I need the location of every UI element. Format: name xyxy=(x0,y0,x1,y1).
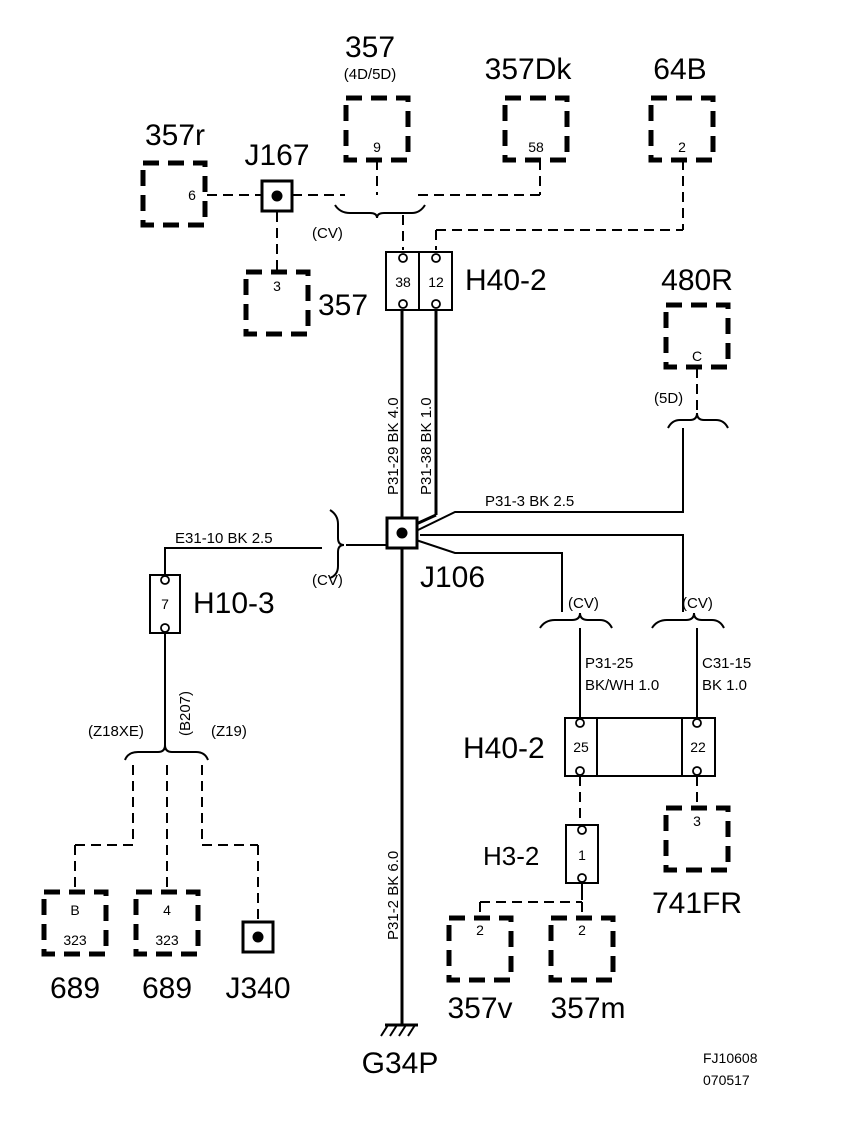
label-wire-e31-10: E31-10 BK 2.5 xyxy=(175,530,273,547)
label-h40-2-bottom: H40-2 xyxy=(463,732,545,765)
label-357v: 357v xyxy=(447,992,512,1025)
label-wire-c31-15-spec: BK 1.0 xyxy=(702,677,747,694)
label-741fr: 741FR xyxy=(652,887,742,920)
label-z19: (Z19) xyxy=(211,723,247,740)
label-b207: (B207) xyxy=(177,691,194,736)
component-357m[interactable]: 2 xyxy=(548,915,616,983)
pin-label: B xyxy=(70,902,79,918)
label-4d5d: (4D/5D) xyxy=(344,66,397,83)
component-357dk[interactable]: 58 xyxy=(502,95,570,163)
component-357r[interactable]: 6 xyxy=(140,160,208,228)
ground-symbol-icon xyxy=(380,1023,418,1037)
component-741fr[interactable]: 3 xyxy=(663,805,731,873)
component-357-lower[interactable]: 3 xyxy=(243,269,311,337)
label-h10-3: H10-3 xyxy=(193,587,275,620)
label-g34p: G34P xyxy=(362,1047,439,1080)
pin-1-label: 1 xyxy=(578,847,586,863)
label-z18xe: (Z18XE) xyxy=(88,723,144,740)
label-357-top: 357 xyxy=(345,31,395,64)
label-480r: 480R xyxy=(661,264,733,297)
connector-h3-2[interactable]: 1 xyxy=(565,824,599,884)
pin-label: 58 xyxy=(528,139,544,155)
label-wire-p31-25-code: P31-25 xyxy=(585,655,633,672)
pin-label: C xyxy=(692,348,702,364)
connector-h40-2-bottom[interactable]: 25 22 xyxy=(564,717,716,777)
label-wire-p31-2: P31-2 BK 6.0 xyxy=(385,851,402,940)
component-480r[interactable]: C xyxy=(663,302,731,370)
junction-j106[interactable] xyxy=(385,516,419,550)
label-cv-left: (CV) xyxy=(312,572,343,589)
pin-label: 3 xyxy=(693,813,701,829)
sub-label: 323 xyxy=(63,932,87,948)
label-357-lower: 357 xyxy=(318,289,368,322)
label-cv-right-2: (CV) xyxy=(682,595,713,612)
component-689-b[interactable]: 4 323 xyxy=(133,889,201,957)
figure-date: 070517 xyxy=(703,1072,750,1088)
component-357-4d5d[interactable]: 9 xyxy=(343,95,411,163)
pin-22-label: 22 xyxy=(690,739,706,755)
pin-label: 2 xyxy=(476,922,484,938)
label-689-b: 689 xyxy=(142,972,192,1005)
labels: 357 (4D/5D) 357Dk 64B 357r J167 (CV) 357… xyxy=(50,31,758,1088)
label-wire-c31-15-code: C31-15 xyxy=(702,655,751,672)
pin-7-label: 7 xyxy=(161,596,169,612)
junction-j167[interactable] xyxy=(260,179,294,213)
pin-label: 4 xyxy=(163,902,171,918)
pin-38-label: 38 xyxy=(395,274,411,290)
label-357dk: 357Dk xyxy=(485,53,573,86)
label-689-a: 689 xyxy=(50,972,100,1005)
label-wire-p31-25-spec: BK/WH 1.0 xyxy=(585,677,659,694)
component-64b[interactable]: 2 xyxy=(648,95,716,163)
pin-label: 6 xyxy=(188,187,196,203)
label-h40-2-top: H40-2 xyxy=(465,264,547,297)
junction-j340[interactable] xyxy=(241,920,275,954)
figure-id: FJ10608 xyxy=(703,1050,758,1066)
label-wire-p31-29: P31-29 BK 4.0 xyxy=(385,397,402,495)
pin-label: 3 xyxy=(273,278,281,294)
label-5d: (5D) xyxy=(654,390,683,407)
component-357v[interactable]: 2 xyxy=(446,915,514,983)
pin-label: 2 xyxy=(578,922,586,938)
pin-label: 2 xyxy=(678,139,686,155)
label-j340: J340 xyxy=(225,972,290,1005)
pin-12-label: 12 xyxy=(428,274,444,290)
label-j106: J106 xyxy=(420,561,485,594)
label-j167: J167 xyxy=(244,139,309,172)
connector-h10-3[interactable]: 7 xyxy=(149,574,181,634)
label-h3-2: H3-2 xyxy=(483,841,539,871)
pin-25-label: 25 xyxy=(573,739,589,755)
label-64b: 64B xyxy=(653,53,706,86)
label-357r: 357r xyxy=(145,119,205,152)
label-wire-p31-3: P31-3 BK 2.5 xyxy=(485,493,574,510)
label-357m: 357m xyxy=(550,992,625,1025)
sub-label: 323 xyxy=(155,932,179,948)
label-wire-p31-38: P31-38 BK 1.0 xyxy=(418,397,435,495)
wires xyxy=(74,160,729,1025)
label-cv-top: (CV) xyxy=(312,225,343,242)
component-689-a[interactable]: B 323 xyxy=(41,889,109,957)
connector-h40-2-top[interactable]: 38 12 xyxy=(385,251,453,311)
label-cv-right-1: (CV) xyxy=(568,595,599,612)
pin-label: 9 xyxy=(373,139,381,155)
